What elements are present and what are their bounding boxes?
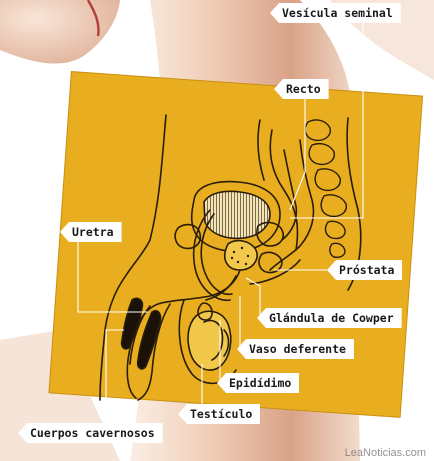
label-uretra: Uretra <box>60 222 122 242</box>
vas-deferens-path-inner <box>200 213 233 296</box>
vertebrae <box>304 119 347 258</box>
leader-lines <box>77 20 364 433</box>
anatomy-line-art <box>99 114 362 401</box>
label-glandula-cowper: Glándula de Cowper <box>257 308 402 328</box>
seminal-vesicle-shape <box>256 221 285 247</box>
label-testiculo: Testículo <box>178 404 261 424</box>
vas-deferens-path <box>192 209 231 301</box>
prostate-dots <box>230 246 250 266</box>
label-vaso-deferente: Vaso deferente <box>237 339 354 359</box>
epididymis-head <box>197 302 213 321</box>
pelvic-contour <box>257 119 265 181</box>
watermark-text: LeaNoticias.com <box>344 447 426 459</box>
corpus-cavernosum-1 <box>120 297 144 350</box>
bladder-muscle <box>203 190 271 240</box>
epididymis-tail <box>223 329 230 357</box>
label-cuerpos-cavernosos: Cuerpos cavernosos <box>18 423 163 443</box>
seminal-vesicle-lower <box>258 251 283 274</box>
urethra-inner <box>205 275 237 301</box>
lips-shape <box>86 0 100 37</box>
leader-recto <box>289 97 306 211</box>
body-outline-front <box>99 114 167 401</box>
label-prostata: Próstata <box>327 260 403 280</box>
rectum-inner <box>281 149 298 241</box>
head-shape <box>0 0 120 64</box>
leader-cuerpos-cavernosos <box>105 329 124 433</box>
corpus-cavernosum-2 <box>136 309 162 370</box>
label-vesicula-seminal: Vesícula seminal <box>270 3 401 23</box>
leader-vesicula-seminal <box>290 20 364 219</box>
pubic-bone <box>174 223 202 250</box>
urethra-path <box>126 269 241 399</box>
penis-upper <box>129 305 151 365</box>
penis-lower <box>137 303 171 401</box>
body-outline-spine-front <box>269 129 299 251</box>
bladder-shape <box>190 180 281 252</box>
testicle-inner <box>203 319 224 361</box>
label-epididimo: Epidídimo <box>217 373 300 393</box>
leader-glandula-cowper <box>245 277 261 318</box>
prostate-shape <box>224 239 258 271</box>
label-recto: Recto <box>274 79 329 99</box>
leader-uretra <box>77 232 148 313</box>
